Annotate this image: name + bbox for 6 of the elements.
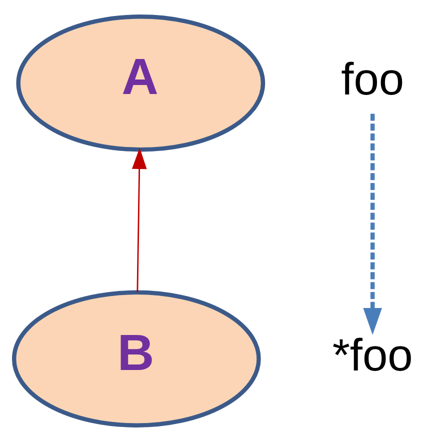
node-text: *foo [332,329,413,380]
node-text: foo [341,54,404,105]
node-ellipse: A [16,14,266,152]
arrow [132,148,147,292]
arrow [363,114,382,335]
node-ellipse: B [12,290,261,428]
